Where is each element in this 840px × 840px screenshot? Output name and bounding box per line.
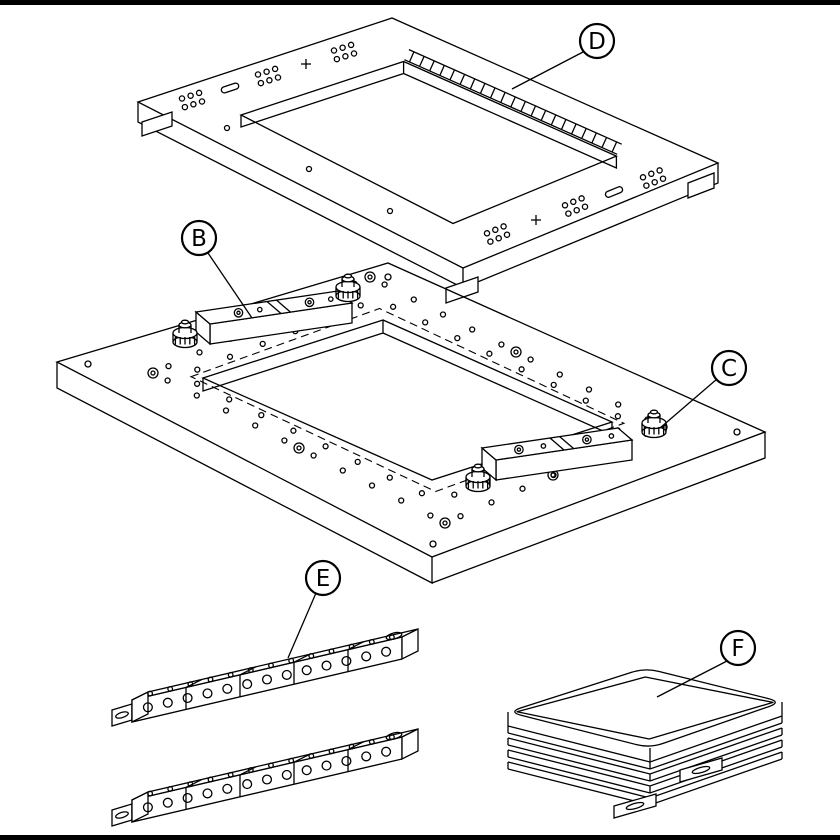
frame-assembly-d: [136, 17, 720, 304]
callout-f-leader: [656, 660, 728, 698]
clamp-blocks: [194, 290, 634, 482]
callout-c-bubble: [710, 349, 748, 387]
top-border: [0, 0, 840, 5]
callout-e: E: [287, 559, 342, 659]
frame-foot: [141, 111, 173, 137]
bottom-border: [0, 835, 840, 840]
callout-b: B: [180, 219, 253, 319]
frame-hole-pattern: [178, 41, 667, 245]
callout-d-label: D: [588, 29, 606, 55]
hidden-edge-outline: [189, 307, 626, 493]
callout-e-label: E: [316, 566, 331, 592]
callout-b-label: B: [191, 226, 207, 252]
base-plate: [55, 262, 767, 585]
stack-top-plate: [514, 669, 776, 747]
callout-f-label: F: [731, 636, 744, 662]
callout-d: D: [511, 22, 616, 90]
callout-b-bubble: [180, 219, 218, 257]
callout-d-bubble: [578, 22, 616, 60]
callout-b-leader: [207, 252, 253, 319]
callout-c-label: C: [721, 356, 737, 382]
frame-foot: [687, 172, 715, 199]
callout-c-leader: [659, 378, 718, 429]
callout-f: F: [656, 629, 757, 698]
stack-tab: [613, 793, 657, 819]
callout-e-bubble: [304, 559, 342, 597]
block-screws: [233, 296, 615, 455]
stacked-plate-assembly-f: [507, 669, 783, 819]
frame-foot: [445, 276, 479, 304]
clamp-block-lower: [480, 427, 634, 482]
stack-tab: [679, 757, 723, 783]
callout-d-leader: [511, 51, 584, 90]
callout-f-bubble: [719, 629, 757, 667]
callout-e-leader: [287, 592, 317, 659]
callout-c: C: [659, 349, 748, 429]
perforated-bars-e: [111, 627, 419, 827]
plate-hole-pattern: [84, 271, 741, 548]
toggle-clamps-c: [172, 273, 667, 493]
